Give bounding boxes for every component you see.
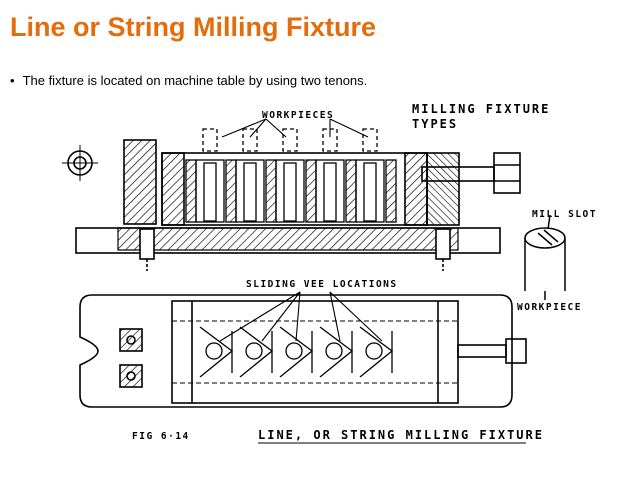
figure-number: FIG 6·14 (132, 431, 190, 442)
base-plate (79, 294, 513, 408)
bullet-item: • The fixture is located on machine table… (10, 73, 367, 88)
milling-fixture-label: MILLING FIXTURE (412, 102, 550, 116)
mill-slot-label: MILL SLOT (532, 209, 597, 220)
workpieces-label: WORKPIECES (262, 110, 334, 121)
plan-body (171, 300, 459, 404)
centre-mark-icon (62, 145, 98, 181)
hex-nut (493, 152, 521, 194)
types-label: TYPES (412, 117, 458, 131)
left-clamp-block (123, 139, 157, 225)
vee-blocks (185, 159, 397, 223)
bullet-text: The fixture is located on machine table … (22, 73, 368, 88)
workpiece-outlines (202, 128, 378, 152)
slide-title: Line or String Milling Fixture (10, 12, 377, 42)
vee-locators (199, 326, 394, 378)
figure-caption: LINE, OR STRING MILLING FIXTURE (258, 428, 544, 442)
sliding-vee-label: SLIDING VEE LOCATIONS (246, 279, 398, 290)
mill-slot-detail (524, 214, 566, 300)
elevation-view (62, 118, 521, 271)
fixture-drawing: WORKPIECES MILLING FIXTURE TYPES MILL SL… (62, 102, 597, 444)
bullet-dot-icon: • (10, 73, 15, 88)
plan-view (79, 291, 527, 408)
workpiece-label: WORKPIECE (517, 302, 582, 313)
